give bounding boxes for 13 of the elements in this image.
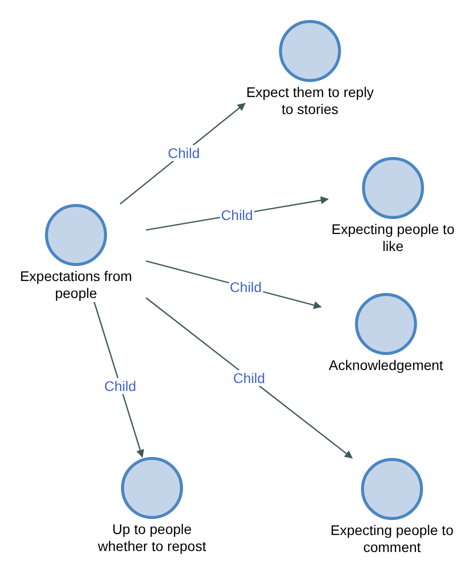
node-label: Expect them to reply to stories [245,84,375,118]
edge-label: Child [228,279,263,296]
arrow [146,297,353,459]
node-label: Acknowledgement [328,357,444,374]
node-label: Expecting people to like [330,221,456,255]
node-label: Expectations from people [18,268,134,302]
node-label: Expecting people to comment [330,522,454,556]
node-label: Up to people whether to repost [96,521,208,555]
edge-label: Child [166,144,201,161]
edge-label: Child [103,378,138,394]
arrow [94,302,144,458]
edge-label: Child [232,370,266,386]
edge-label: Child [220,206,254,223]
